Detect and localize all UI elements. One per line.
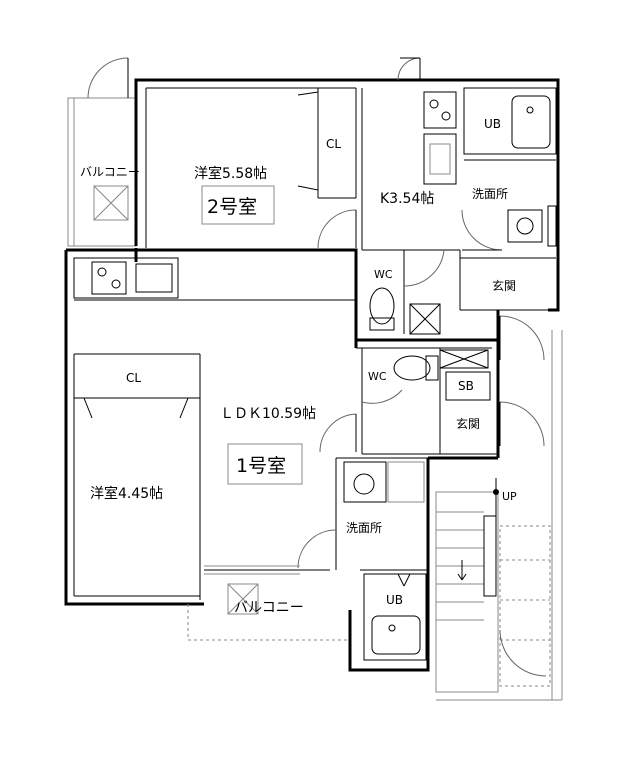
unit-1-badge	[227, 443, 303, 485]
unit-1-washroom-bath: 洗面所 UB	[297, 457, 428, 661]
staircase: UP	[435, 330, 563, 701]
balcony-top-label: バルコニー	[80, 165, 140, 179]
unit-2-kitchen: K3.54帖	[361, 57, 457, 250]
kitchen-2-label: K3.54帖	[380, 191, 434, 207]
unit-2-toilet-entrance: WC 玄関	[362, 249, 556, 361]
washroom-2-label: 洗面所	[472, 187, 508, 201]
balcony-top-area: バルコニー	[67, 57, 140, 247]
unit-1-ldk: ＬＤＫ10.59帖 1号室	[204, 406, 357, 571]
unit-1-toilet-entrance: WC SB 玄関	[356, 347, 545, 455]
balcony-bottom-area: バルコニー	[187, 565, 350, 641]
unit-divider-walls	[66, 248, 500, 348]
unit-2-badge	[201, 185, 275, 225]
western-room-2-label: 洋室5.58帖	[194, 165, 267, 182]
toilet-1-label: WC	[368, 370, 387, 383]
unit-1-label: 1号室	[236, 455, 286, 477]
stair-up-label: UP	[502, 490, 517, 503]
bath-2-label: UB	[484, 117, 501, 131]
toilet-2-label: WC	[374, 268, 393, 281]
balcony-bottom-label: バルコニー	[234, 600, 304, 616]
unit-2-label: 2号室	[207, 196, 257, 218]
washroom-1-label: 洗面所	[346, 521, 382, 535]
entrance-1-label: 玄関	[456, 416, 480, 431]
bath-1-label: UB	[386, 593, 403, 607]
unit-1-closet: CL	[73, 353, 201, 570]
western-room-1-label: 洋室4.45帖	[90, 485, 163, 502]
shoe-box-label: SB	[458, 379, 474, 393]
unit-2-western-room: 洋室5.58帖 CL 2号室	[145, 87, 357, 249]
unit-2-bath: UB 洗面所	[461, 87, 557, 251]
unit-1-western-room: 洋室4.45帖	[73, 398, 201, 600]
ldk-1-label: ＬＤＫ10.59帖	[220, 406, 316, 422]
entrance-2-label: 玄関	[492, 278, 516, 293]
unit-1-walls	[64, 250, 500, 672]
closet-2-label: CL	[326, 137, 341, 151]
closet-1-label: CL	[126, 371, 141, 385]
unit-1-kitchen	[73, 257, 356, 301]
